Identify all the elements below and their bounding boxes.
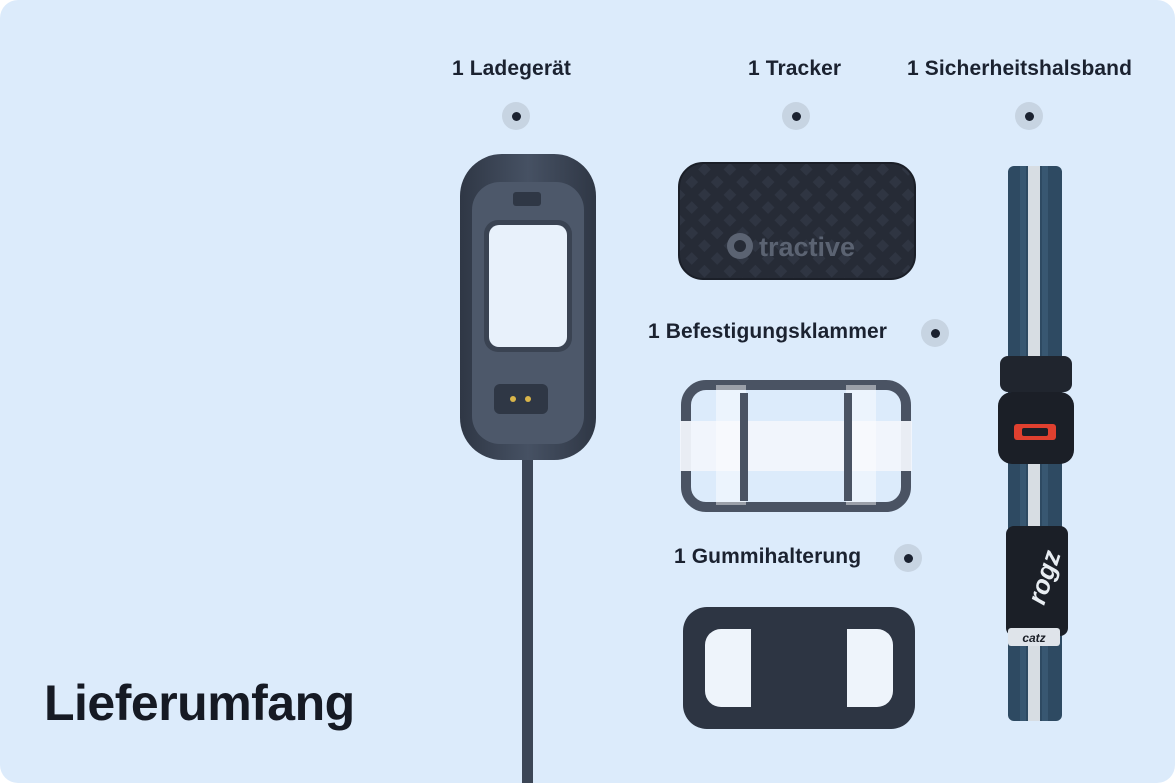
tracker-label: 1 Tracker bbox=[748, 57, 842, 80]
tracker-hotspot-dot-icon[interactable] bbox=[782, 102, 810, 130]
rubber-holder-label: 1 Gummihalterung bbox=[674, 545, 862, 568]
paw-pin-icon bbox=[727, 233, 753, 259]
tracker-image: tractive bbox=[678, 162, 916, 280]
clip-image bbox=[680, 380, 912, 512]
charger-image bbox=[460, 154, 596, 783]
collar-tag-text: catz bbox=[1022, 631, 1045, 645]
collar-label: 1 Sicherheitshalsband bbox=[907, 57, 1133, 80]
charger-hotspot-dot-icon[interactable] bbox=[502, 102, 530, 130]
rubber-holder-hotspot-dot-icon[interactable] bbox=[894, 544, 922, 572]
tracker-brand: tractive bbox=[759, 232, 855, 262]
clip-hotspot-dot-icon[interactable] bbox=[921, 319, 949, 347]
collar-image: rogz catz bbox=[998, 166, 1074, 721]
page-title: Lieferumfang bbox=[44, 675, 355, 731]
clip-label: 1 Befestigungsklammer bbox=[648, 320, 888, 343]
charger-label: 1 Ladegerät bbox=[452, 57, 571, 80]
rubber-holder-image bbox=[683, 607, 915, 729]
collar-hotspot-dot-icon[interactable] bbox=[1015, 102, 1043, 130]
